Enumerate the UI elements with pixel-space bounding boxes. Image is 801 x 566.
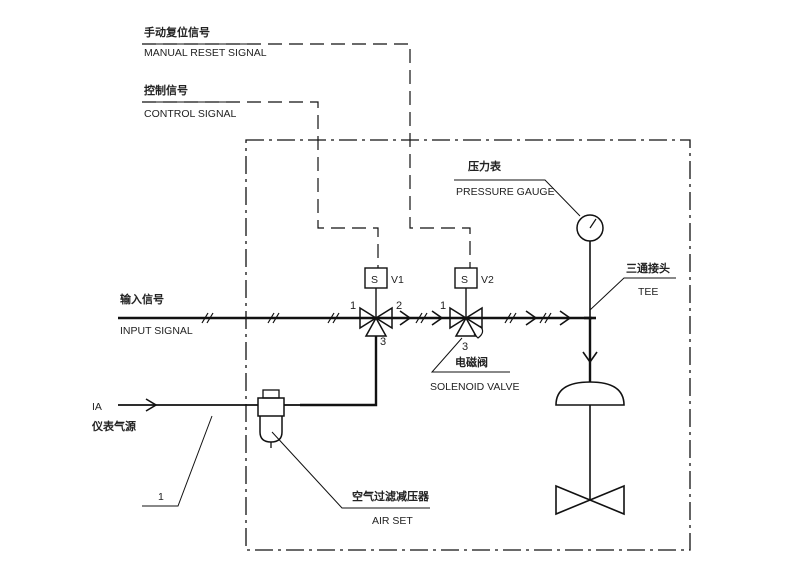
v1-port-3: 3: [380, 336, 386, 348]
supply-line-to-v1: [300, 336, 378, 407]
v1-label: V1: [391, 274, 404, 286]
control-signal-label-en: CONTROL SIGNAL: [144, 108, 237, 120]
solenoid-leader: [430, 337, 510, 373]
callout-1-leader: [142, 415, 213, 507]
flow-arrow-4: [559, 310, 572, 326]
control-signal-label-cn: 控制信号: [144, 83, 188, 97]
v1-coil-label: S: [371, 274, 378, 286]
ia-flow-arrow: [145, 398, 158, 412]
tee-label-en: TEE: [638, 286, 658, 298]
ia-label-en: IA: [92, 401, 102, 413]
process-valve-icon: [555, 484, 625, 516]
pipe-hash-marks: [201, 312, 552, 324]
v2-coil-label: S: [461, 274, 468, 286]
pressure-gauge-label-en: PRESSURE GAUGE: [456, 186, 555, 198]
air-set-label-cn: 空气过滤减压器: [352, 489, 430, 503]
flow-arrow-down: [582, 351, 598, 364]
v2-port-1: 1: [440, 300, 446, 312]
pressure-gauge-label-cn: 压力表: [468, 159, 502, 173]
input-signal-label-cn: 输入信号: [120, 292, 164, 306]
solenoid-valve-v2: [449, 267, 484, 339]
pressure-gauge-leader: [454, 179, 581, 217]
air-set-label-en: AIR SET: [372, 515, 413, 527]
v1-port-2: 2: [396, 300, 402, 312]
solenoid-label-en: SOLENOID VALVE: [430, 381, 519, 393]
equipment-boundary: [245, 139, 691, 551]
manual-reset-label-en: MANUAL RESET SIGNAL: [144, 47, 267, 59]
control-signal-line: [142, 101, 379, 268]
input-signal-label-en: INPUT SIGNAL: [120, 325, 193, 337]
manual-reset-signal-line: [142, 43, 471, 268]
v2-port-3: 3: [462, 341, 468, 353]
solenoid-label-cn: 电磁阀: [455, 355, 488, 369]
ia-label-cn: 仪表气源: [91, 419, 136, 433]
air-set-icon: [257, 389, 300, 448]
tee-label-cn: 三通接头: [626, 261, 670, 275]
actuator-icon: [555, 381, 625, 406]
air-set-leader: [271, 431, 430, 509]
flow-arrow-3: [525, 310, 538, 326]
callout-1: 1: [158, 491, 164, 503]
flow-arrow-2: [431, 310, 444, 326]
flow-arrow-1: [399, 310, 412, 326]
tee-leader: [589, 277, 676, 311]
v2-label: V2: [481, 274, 494, 286]
v1-port-1: 1: [350, 300, 356, 312]
manual-reset-label-cn: 手动复位信号: [144, 25, 210, 39]
